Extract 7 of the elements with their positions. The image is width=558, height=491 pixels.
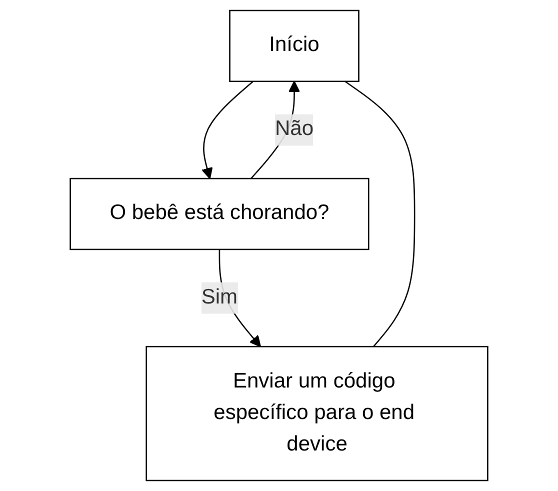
edge-label: Sim [201,286,238,309]
node-box: Enviar um código específico para o end device [146,346,488,482]
edge-label: Não [274,118,314,140]
node-box: Início [229,10,360,82]
connector [344,80,416,348]
arrow [202,80,254,180]
node-box: O bebê está chorando? [70,178,370,250]
